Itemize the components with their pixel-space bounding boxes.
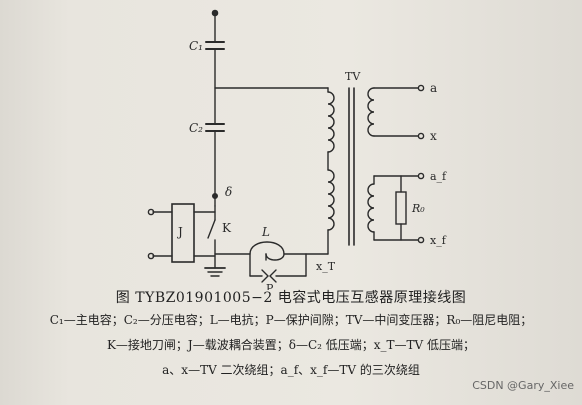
tv-primary-coil-upper xyxy=(327,91,335,153)
tv-tertiary-coil xyxy=(367,183,375,233)
label-af: a_f xyxy=(430,170,447,183)
terminal-j-upper xyxy=(147,208,155,216)
label-p: P xyxy=(266,282,274,290)
label-a: a xyxy=(430,81,437,95)
damping-resistor-r0 xyxy=(395,191,407,225)
label-tv: TV xyxy=(345,70,361,83)
terminal-a xyxy=(417,84,425,92)
label-x: x xyxy=(430,129,437,143)
capacitor-c2 xyxy=(205,123,225,132)
label-c2: C₂ xyxy=(189,121,203,135)
label-delta: δ xyxy=(225,185,232,199)
ground-symbol xyxy=(204,267,226,277)
terminal-x xyxy=(417,132,425,140)
terminal-af xyxy=(417,172,425,180)
label-j: J xyxy=(176,225,183,239)
label-r0: R₀ xyxy=(411,202,425,215)
label-c1: C₁ xyxy=(189,39,203,53)
tv-secondary-coil xyxy=(367,87,375,137)
terminal-j-lower xyxy=(147,252,155,260)
caption-line-2: K—接地刀闸；J—载波耦合装置；δ—C₂ 低压端；x_T—TV 低压端； xyxy=(106,338,476,352)
figure-title: 图 TYBZ01901005−2 电容式电压互感器原理接线图 xyxy=(115,290,467,306)
circuit-diagram: C₁ C₂ δ TV a x a_f x_f R₀ J K L x_T P xyxy=(147,9,447,290)
grounding-switch-k xyxy=(207,219,216,239)
watermark-text: CSDN @Gary_Xiee xyxy=(472,379,574,392)
label-xt: x_T xyxy=(316,260,336,273)
caption-line-1: C₁—主电容；C₂—分压电容；L—电抗；P—保护间隙；TV—中间变压器；R₀—阻… xyxy=(49,313,533,327)
carrier-coupling-box-j xyxy=(171,203,195,263)
protection-gap-p xyxy=(249,253,307,283)
caption-line-3: a、x—TV 二次绕组；a_f、x_f—TV 的三次绕组 xyxy=(162,363,420,377)
label-k: K xyxy=(222,221,232,235)
label-l: L xyxy=(261,225,270,239)
terminal-xf xyxy=(417,236,425,244)
tv-primary-coil-lower xyxy=(327,169,335,231)
label-xf: x_f xyxy=(430,234,447,247)
capacitor-c1 xyxy=(205,41,225,50)
reactor-l xyxy=(249,241,285,261)
